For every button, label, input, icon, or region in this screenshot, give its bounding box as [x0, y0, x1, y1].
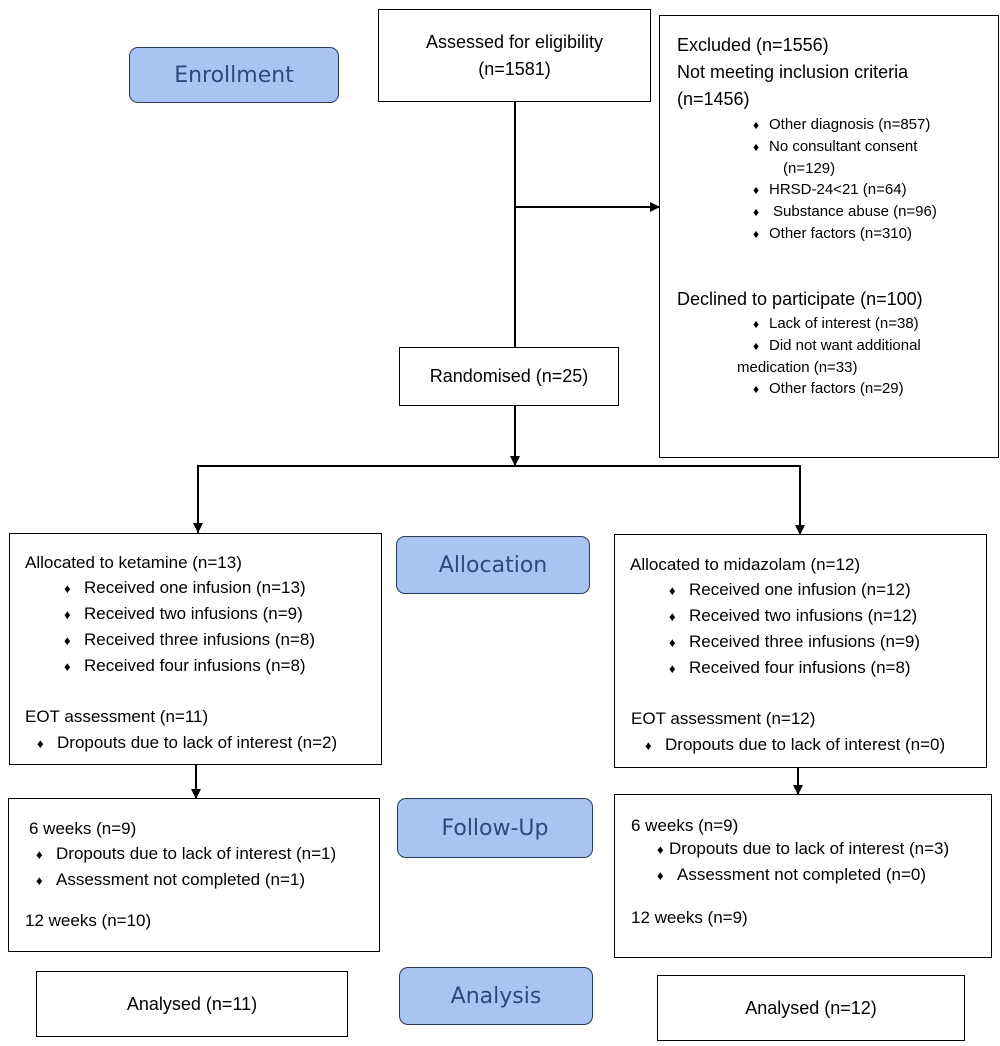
bullet-icon: ♦ [64, 633, 71, 648]
list-item: ♦Dropouts due to lack of interest (n=3) [657, 836, 949, 862]
list-item: ♦Received one infusion (n=13) [64, 575, 315, 601]
midazolam-allocation-box: Allocated to midazolam (n=12) ♦Received … [614, 534, 987, 768]
assessed-label: Assessed for eligibility [425, 31, 604, 52]
bullet-icon: ♦ [753, 118, 760, 132]
midazolam-infusion-list: ♦Received one infusion (n=12) ♦Received … [669, 577, 920, 681]
bullet-icon: ♦ [64, 607, 71, 622]
list-item: ♦Other factors (n=29) [753, 378, 921, 400]
list-item: ♦HRSD-24<21 (n=64) [753, 179, 937, 201]
midazolam-followup-12: 12 weeks (n=9) [631, 908, 748, 927]
bullet-icon: ♦ [753, 382, 760, 396]
declined-title: Declined to participate (n=100) [677, 289, 923, 309]
midazolam-followup-box: 6 weeks (n=9) ♦Dropouts due to lack of i… [614, 794, 992, 958]
stage-enrollment: Enrollment [129, 47, 339, 103]
list-item: ♦Received three infusions (n=9) [669, 629, 920, 655]
ketamine-eot: EOT assessment (n=11) [25, 707, 209, 726]
list-item: ♦Received one infusion (n=12) [669, 577, 920, 603]
list-item: ♦Dropouts due to lack of interest (n=1) [36, 841, 336, 867]
stage-analysis: Analysis [399, 967, 593, 1025]
bullet-icon: ♦ [64, 659, 71, 674]
bullet-icon: ♦ [657, 842, 664, 857]
midazolam-eot-item: ♦Dropouts due to lack of interest (n=0) [645, 732, 945, 758]
bullet-icon: ♦ [645, 738, 652, 753]
bullet-icon: ♦ [753, 339, 760, 353]
list-item: ♦Received four infusions (n=8) [64, 653, 315, 679]
inclusion-count: (n=1456) [677, 89, 750, 109]
bullet-icon: ♦ [36, 847, 43, 862]
ketamine-eot-item: ♦Dropouts due to lack of interest (n=2) [37, 730, 337, 756]
ketamine-allocation-box: Allocated to ketamine (n=13) ♦Received o… [9, 533, 382, 765]
midazolam-title: Allocated to midazolam (n=12) [630, 555, 861, 574]
list-item: ♦Assessment not completed (n=1) [36, 867, 336, 893]
list-item: (n=129) [783, 160, 836, 177]
ketamine-analysed-label: Analysed (n=11) [126, 993, 258, 1014]
bullet-icon: ♦ [753, 205, 760, 219]
list-item: ♦Lack of interest (n=38) [753, 313, 921, 335]
bullet-icon: ♦ [753, 183, 760, 197]
inclusion-list: ♦Other diagnosis (n=857) ♦No consultant … [753, 114, 937, 245]
excluded-box: Excluded (n=1556) Not meeting inclusion … [659, 15, 999, 458]
bullet-icon: ♦ [64, 581, 71, 596]
bullet-icon: ♦ [753, 140, 760, 154]
inclusion-title: Not meeting inclusion criteria [677, 62, 909, 82]
bullet-icon: ♦ [36, 873, 43, 888]
ketamine-followup-list: ♦Dropouts due to lack of interest (n=1) … [36, 841, 336, 893]
list-item: ♦Received two infusions (n=9) [64, 601, 315, 627]
list-item: ♦Received four infusions (n=8) [669, 655, 920, 681]
bullet-icon: ♦ [657, 868, 664, 883]
randomised-label: Randomised (n=25) [429, 366, 589, 386]
bullet-icon: ♦ [753, 317, 760, 331]
list-item: ♦Received two infusions (n=12) [669, 603, 920, 629]
excluded-title: Excluded (n=1556) [677, 35, 829, 55]
list-item: medication (n=33) [737, 359, 858, 376]
assessed-box: Assessed for eligibility (n=1581) [378, 9, 651, 102]
randomised-box: Randomised (n=25) [399, 347, 619, 406]
list-item: ♦Substance abuse (n=96) [753, 201, 937, 223]
list-item: ♦Did not want additional [753, 335, 921, 357]
bullet-icon: ♦ [753, 227, 760, 241]
ketamine-followup-6: 6 weeks (n=9) [29, 819, 137, 838]
list-item: ♦No consultant consent [753, 136, 937, 158]
midazolam-eot: EOT assessment (n=12) [631, 709, 816, 728]
midazolam-followup-list: ♦Dropouts due to lack of interest (n=3) … [657, 836, 949, 888]
declined-list: ♦Lack of interest (n=38) ♦Did not want a… [737, 313, 921, 400]
assessed-count: (n=1581) [478, 58, 551, 79]
ketamine-title: Allocated to ketamine (n=13) [25, 553, 242, 572]
list-item: ♦Other diagnosis (n=857) [753, 114, 937, 136]
ketamine-followup-12: 12 weeks (n=10) [25, 911, 152, 930]
line-split [197, 465, 801, 534]
midazolam-followup-6: 6 weeks (n=9) [631, 816, 739, 835]
list-item: ♦Assessment not completed (n=0) [657, 862, 949, 888]
midazolam-analysed-box: Analysed (n=12) [657, 975, 965, 1041]
list-item: ♦Received three infusions (n=8) [64, 627, 315, 653]
stage-follow-up: Follow-Up [397, 798, 593, 858]
bullet-icon: ♦ [669, 609, 676, 624]
list-item: ♦Other factors (n=310) [753, 223, 937, 245]
ketamine-followup-box: 6 weeks (n=9) ♦Dropouts due to lack of i… [8, 798, 380, 952]
bullet-icon: ♦ [669, 583, 676, 598]
bullet-icon: ♦ [669, 635, 676, 650]
ketamine-analysed-box: Analysed (n=11) [36, 971, 348, 1037]
midazolam-analysed-label: Analysed (n=12) [745, 997, 877, 1018]
stage-allocation: Allocation [396, 536, 590, 594]
ketamine-infusion-list: ♦Received one infusion (n=13) ♦Received … [64, 575, 315, 679]
bullet-icon: ♦ [669, 661, 676, 676]
bullet-icon: ♦ [37, 736, 44, 751]
